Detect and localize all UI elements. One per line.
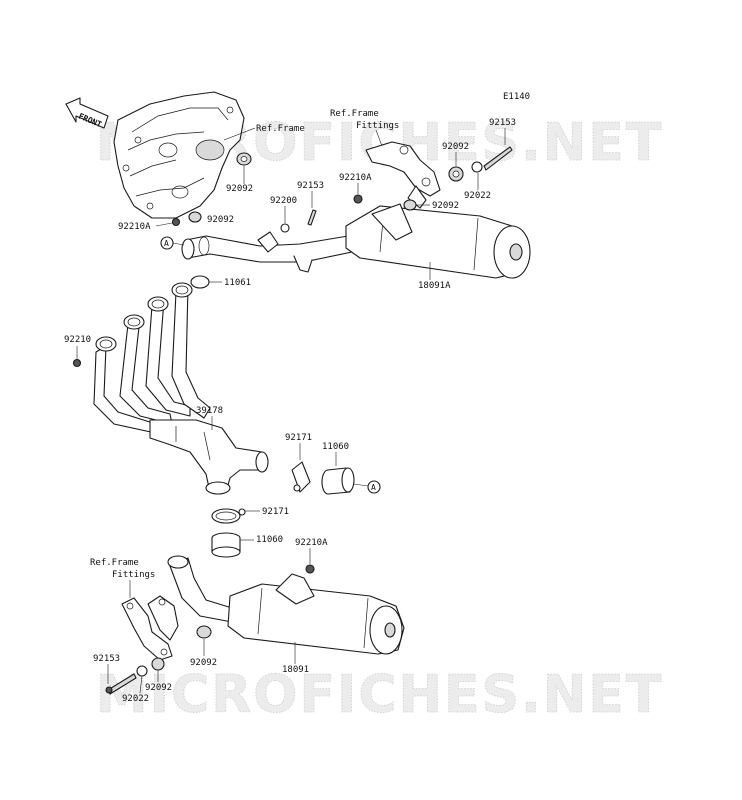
label-92153-top-right[interactable]: 92153 <box>489 118 516 128</box>
label-92210A-frame[interactable]: 92210A <box>118 222 151 232</box>
connector-11060-lower[interactable] <box>211 532 241 558</box>
bushing-92092-bracket[interactable] <box>403 199 417 211</box>
header-pipe-assembly-39178[interactable] <box>93 282 269 495</box>
label-18091A[interactable]: 18091A <box>418 281 451 291</box>
svg-text:A: A <box>371 483 376 492</box>
ref-frame-fittings-top-line2: Fittings <box>356 121 399 131</box>
label-11060-b[interactable]: 11060 <box>256 535 283 545</box>
label-92153-bottom[interactable]: 92153 <box>93 654 120 664</box>
diagram-id: E1140 <box>503 92 530 102</box>
top-muffler-assembly <box>181 203 531 279</box>
label-11061[interactable]: 11061 <box>224 278 251 288</box>
bottom-muffler-18091[interactable] <box>167 555 405 655</box>
label-18091[interactable]: 18091 <box>282 665 309 675</box>
frame-section <box>113 91 252 227</box>
svg-text:A: A <box>164 239 169 248</box>
label-92200[interactable]: 92200 <box>270 196 297 206</box>
label-92022-bottom[interactable]: 92022 <box>122 694 149 704</box>
bolt-92153-top-mid[interactable] <box>307 209 317 226</box>
label-92210A-top[interactable]: 92210A <box>339 173 372 183</box>
label-92171-b[interactable]: 92171 <box>262 507 289 517</box>
nut-92210[interactable] <box>72 358 82 368</box>
ref-frame-fittings-top-line1: Ref.Frame <box>330 109 379 119</box>
nut-92210A-frame[interactable] <box>171 217 181 227</box>
callout-a-top: A <box>160 236 185 250</box>
washer-92022-top-right[interactable] <box>471 161 483 173</box>
bottom-footrest-bracket[interactable] <box>121 595 179 661</box>
label-92092-frame-2[interactable]: 92092 <box>207 215 234 225</box>
label-92171-a[interactable]: 92171 <box>285 433 312 443</box>
label-92092-bracket[interactable]: 92092 <box>432 201 459 211</box>
label-92092-bottom-left[interactable]: 92092 <box>145 683 172 693</box>
label-92092-bottom-mid[interactable]: 92092 <box>190 658 217 668</box>
connector-11060-right[interactable] <box>321 467 355 495</box>
clamp-92171-lower[interactable] <box>211 508 246 524</box>
label-92153-top-mid[interactable]: 92153 <box>297 181 324 191</box>
label-11060-a[interactable]: 11060 <box>322 442 349 452</box>
nut-92210A-top[interactable] <box>353 194 363 204</box>
watermark-bottom: MICROFICHES.NET <box>96 665 663 725</box>
bushing-92092-frame-2[interactable] <box>188 211 202 223</box>
top-footrest-bracket[interactable] <box>365 141 441 209</box>
label-92210A-bottom[interactable]: 92210A <box>295 538 328 548</box>
label-92092-frame-1[interactable]: 92092 <box>226 184 253 194</box>
label-39178[interactable]: 39178 <box>196 406 223 416</box>
ref-frame-fittings-bottom-line2: Fittings <box>112 570 155 580</box>
clamp-92171-right[interactable] <box>291 461 311 493</box>
label-92210[interactable]: 92210 <box>64 335 91 345</box>
nut-92210A-bottom[interactable] <box>305 564 315 574</box>
bolt-92153-top-right[interactable] <box>483 146 513 171</box>
gasket-11061[interactable] <box>190 275 210 289</box>
label-92022-top-right[interactable]: 92022 <box>464 191 491 201</box>
callout-a-mid: A <box>353 480 381 494</box>
bushing-92092-bottom-mid[interactable] <box>196 625 212 639</box>
ref-frame-fittings-bottom-line1: Ref.Frame <box>90 558 139 568</box>
front-arrow-icon: FRONT <box>65 97 109 129</box>
bushing-92092-bottom-left[interactable] <box>151 657 165 671</box>
ref-frame-label: Ref.Frame <box>256 124 305 134</box>
label-92092-top-right[interactable]: 92092 <box>442 142 469 152</box>
washer-92200[interactable] <box>280 223 290 233</box>
washer-92022-bottom[interactable] <box>136 665 148 677</box>
